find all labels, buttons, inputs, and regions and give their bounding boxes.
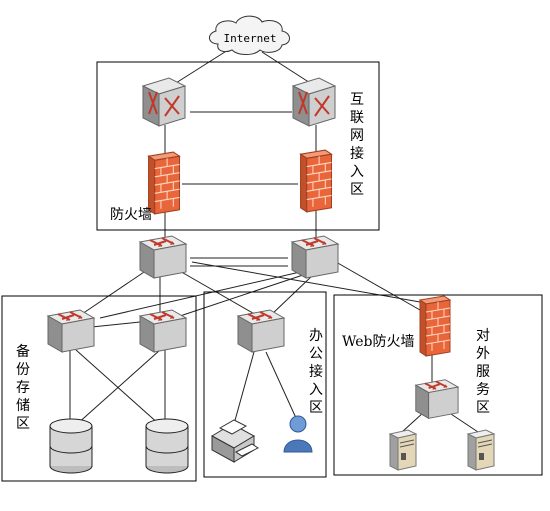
firewall-right-icon <box>300 149 333 213</box>
web-firewall-icon <box>419 295 451 357</box>
internet-cloud-icon <box>209 15 290 55</box>
internet-label: Internet <box>224 32 277 45</box>
internet-access-zone-label: 互 联 网 接 入 区 <box>350 92 368 198</box>
connection-lines <box>69 49 479 433</box>
core-router-left-icon <box>141 76 187 128</box>
public-service-zone <box>333 294 543 476</box>
backup-storage-zone <box>1 295 197 482</box>
storage-disk-left-icon <box>49 418 93 474</box>
public-service-zone-label: 对 外 服 务 区 <box>476 328 494 416</box>
office-access-zone-label: 办 公 接 入 区 <box>309 328 327 416</box>
firewall-label: 防火墙 <box>110 207 152 223</box>
office-switch-icon <box>237 309 285 353</box>
web-firewall-label: Web防火墙 <box>342 334 415 350</box>
backup-storage-zone-label: 备 份 存 储 区 <box>16 343 34 432</box>
public-switch-icon <box>414 378 460 420</box>
internet-access-zone <box>96 61 380 231</box>
server-right-icon <box>467 429 495 471</box>
core-router-right-icon <box>291 76 337 128</box>
server-left-icon <box>389 429 417 471</box>
user-icon <box>283 415 313 453</box>
storage-disk-right-icon <box>145 418 189 474</box>
backup-switch-right-icon <box>139 309 187 353</box>
distribution-switch-left-icon <box>139 235 187 279</box>
office-access-zone <box>203 291 327 478</box>
printer-icon <box>210 419 259 463</box>
firewall-left-icon <box>148 151 181 215</box>
backup-switch-left-icon <box>47 309 95 353</box>
distribution-switch-right-icon <box>291 235 339 279</box>
